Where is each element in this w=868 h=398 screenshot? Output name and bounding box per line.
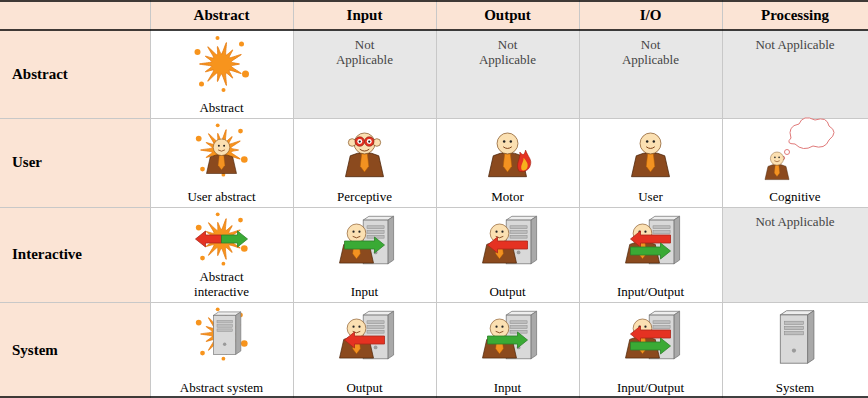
user-icon xyxy=(765,152,789,180)
cell-background xyxy=(293,30,436,118)
column-header: I/O xyxy=(579,0,722,30)
cell-background xyxy=(722,207,868,302)
arrow-icon xyxy=(631,243,671,259)
cell-caption: User abstract xyxy=(150,118,293,207)
cell-background xyxy=(436,30,579,118)
grid-line xyxy=(436,0,437,398)
row-header: System xyxy=(0,302,150,398)
not-applicable-note: Not Applicable xyxy=(436,30,579,118)
cell-background xyxy=(150,0,293,30)
cell-caption: Motor xyxy=(436,118,579,207)
row-header: User xyxy=(0,118,150,207)
splash-icon xyxy=(195,36,250,92)
cell-background xyxy=(722,0,868,30)
cell-caption: Input xyxy=(436,302,579,398)
splash-icon xyxy=(196,123,248,176)
cell-caption: Cognitive xyxy=(722,118,868,207)
arrow-icon xyxy=(488,237,528,253)
arrow-icon xyxy=(196,231,222,247)
user-icon xyxy=(626,224,660,263)
cell-background xyxy=(0,207,150,302)
cell-caption: Abstract system xyxy=(150,302,293,398)
user-icon xyxy=(489,133,531,177)
thought-bubble-icon xyxy=(781,118,834,160)
rule-line xyxy=(0,396,868,398)
row-header: Abstract xyxy=(0,30,150,118)
arrow-icon xyxy=(488,332,528,348)
cell-caption: Perceptive xyxy=(293,118,436,207)
cell-caption: Output xyxy=(436,207,579,302)
computer-icon xyxy=(214,312,241,355)
arrow-icon xyxy=(631,326,671,342)
icons xyxy=(195,36,835,363)
grid-line xyxy=(0,118,868,119)
column-header: Input xyxy=(293,0,436,30)
splash-icon xyxy=(196,307,248,360)
cell-caption: Abstract interactive xyxy=(150,207,293,302)
column-header: Abstract xyxy=(150,0,293,30)
cell-background xyxy=(436,0,579,30)
computer-icon xyxy=(780,311,814,364)
arrow-icon xyxy=(631,338,671,354)
not-applicable-note: Not Applicable xyxy=(579,30,722,118)
rule-line xyxy=(0,29,868,31)
rule-line xyxy=(0,0,868,2)
cell-background xyxy=(0,30,150,118)
grid-line xyxy=(0,207,868,208)
cell-caption: Abstract xyxy=(150,30,293,118)
not-applicable-note: Not Applicable xyxy=(722,207,868,302)
user-icon xyxy=(346,133,384,177)
cell-background xyxy=(579,30,722,118)
row-header: Interactive xyxy=(0,207,150,302)
cell-caption: Input/Output xyxy=(579,207,722,302)
cell-background xyxy=(0,302,150,398)
cell-caption: System xyxy=(722,302,868,398)
column-header: Processing xyxy=(722,0,868,30)
cell-background xyxy=(722,30,868,118)
user-icon xyxy=(632,133,670,177)
column-header: Output xyxy=(436,0,579,30)
not-applicable-note: Not Applicable xyxy=(293,30,436,118)
cell-background xyxy=(579,0,722,30)
arrow-icon xyxy=(222,231,248,247)
cell-background xyxy=(0,118,150,207)
arrow-icon xyxy=(345,332,385,348)
not-applicable-note: Not Applicable xyxy=(722,30,868,118)
grid-line xyxy=(579,0,580,398)
arrow-icon xyxy=(345,237,385,253)
grid-line xyxy=(0,302,868,303)
cell-caption: User xyxy=(579,118,722,207)
arrow-icon xyxy=(631,231,671,247)
cell-caption: Output xyxy=(293,302,436,398)
cell-background xyxy=(0,0,150,30)
cell-caption: Input/Output xyxy=(579,302,722,398)
user-icon xyxy=(626,319,660,358)
cell-caption: Input xyxy=(293,207,436,302)
cell-background xyxy=(293,0,436,30)
splash-icon xyxy=(196,212,248,265)
grid-line xyxy=(293,0,294,398)
grid-line xyxy=(150,0,151,398)
grid-line xyxy=(722,0,723,398)
user-icon xyxy=(207,139,237,174)
